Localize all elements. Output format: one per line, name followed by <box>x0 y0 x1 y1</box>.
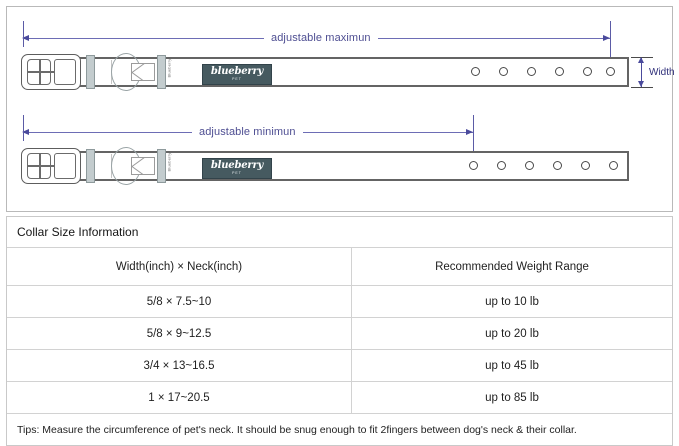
buckle-prong <box>39 59 41 85</box>
keeper-loop-second <box>157 55 166 89</box>
strap-end-edge <box>627 57 629 87</box>
strap-hole <box>581 161 590 170</box>
stitch-cross-icon <box>132 158 154 174</box>
collar-diagram-panel: adjustable maximun Blueberry <box>6 6 675 212</box>
column-header-weight: Recommended Weight Range <box>435 260 589 273</box>
cell-weight: up to 10 lb <box>485 295 539 308</box>
extension-line-left <box>23 21 24 47</box>
cell-size: 5/8 × 9~12.5 <box>7 318 352 349</box>
keeper-loop-first <box>86 55 95 89</box>
table-row: 5/8 × 7.5~10 up to 10 lb <box>7 285 672 317</box>
width-label: Width <box>649 67 675 78</box>
table-row: 5/8 × 9~12.5 up to 20 lb <box>7 317 672 349</box>
table-row: 1 × 17~20.5 up to 85 lb <box>7 381 672 413</box>
strap-hole <box>583 67 592 76</box>
extension-line-left <box>23 115 24 141</box>
keeper-loop-first <box>86 149 95 183</box>
strap-hole <box>499 67 508 76</box>
brand-logo-patch: blueberry PET <box>202 158 272 179</box>
size-chart-page: adjustable maximun Blueberry <box>0 0 679 418</box>
width-arrow-up-icon <box>637 57 644 63</box>
brand-logo-patch: blueberry PET <box>202 64 272 85</box>
extension-line-right <box>610 21 611 87</box>
brand-subtitle: PET <box>232 171 242 176</box>
width-arrow-line <box>641 58 642 87</box>
arrow-head-right-icon <box>603 34 610 41</box>
strap-hole <box>471 67 480 76</box>
arrow-head-left-icon <box>22 34 29 41</box>
buckle-prong <box>39 153 41 179</box>
keeper-loop-second <box>157 149 166 183</box>
strap-end-edge <box>627 151 629 181</box>
width-tick-bottom <box>631 87 653 88</box>
table-header-row: Width(inch) × Neck(inch) Recommended Wei… <box>7 247 672 285</box>
brand-subtitle: PET <box>232 77 242 82</box>
strap-hole <box>609 161 618 170</box>
brand-name: blueberry <box>210 160 264 172</box>
strap-brand-text: Blueberry <box>166 152 172 172</box>
width-callout: Width <box>631 57 675 89</box>
dimension-label-maximum: adjustable maximun <box>264 32 378 44</box>
collar-diagram-maximum: adjustable maximun Blueberry <box>7 13 675 109</box>
dimension-row-minimum: adjustable minimun <box>7 119 674 145</box>
strap-hole <box>525 161 534 170</box>
tips-text: Tips: Measure the circumference of pet's… <box>17 423 577 436</box>
extension-line-right <box>473 115 474 181</box>
cell-size: 5/8 × 7.5~10 <box>7 286 352 317</box>
cell-size: 1 × 17~20.5 <box>7 382 352 413</box>
collar-diagram-minimum: adjustable minimun Blueberry blueberry P… <box>7 111 674 207</box>
cell-size: 3/4 × 13~16.5 <box>7 350 352 381</box>
table-title: Collar Size Information <box>17 225 139 239</box>
arrow-head-left-icon <box>22 128 29 135</box>
brand-name: blueberry <box>210 66 264 78</box>
table-row: 3/4 × 13~16.5 up to 45 lb <box>7 349 672 381</box>
column-header-size: Width(inch) × Neck(inch) <box>7 248 352 285</box>
dimension-row-maximum: adjustable maximun <box>7 25 674 51</box>
strap-hole <box>606 67 615 76</box>
buckle-tongue <box>54 59 76 85</box>
cell-weight: up to 20 lb <box>485 327 539 340</box>
strap-hole <box>555 67 564 76</box>
cell-weight: up to 45 lb <box>485 359 539 372</box>
strap-hole <box>553 161 562 170</box>
collar-size-table: Collar Size Information Width(inch) × Ne… <box>6 216 673 446</box>
arrow-head-right-icon <box>466 128 473 135</box>
strap-hole <box>527 67 536 76</box>
strap-hole <box>469 161 478 170</box>
table-title-row: Collar Size Information <box>7 216 672 247</box>
buckle-tongue <box>54 153 76 179</box>
strap-hole <box>497 161 506 170</box>
stitch-cross-icon <box>132 64 154 80</box>
strap-brand-text: Blueberry <box>166 58 172 78</box>
cell-weight: up to 85 lb <box>485 391 539 404</box>
dimension-label-minimum: adjustable minimun <box>192 126 303 138</box>
width-arrow-down-icon <box>637 81 644 87</box>
